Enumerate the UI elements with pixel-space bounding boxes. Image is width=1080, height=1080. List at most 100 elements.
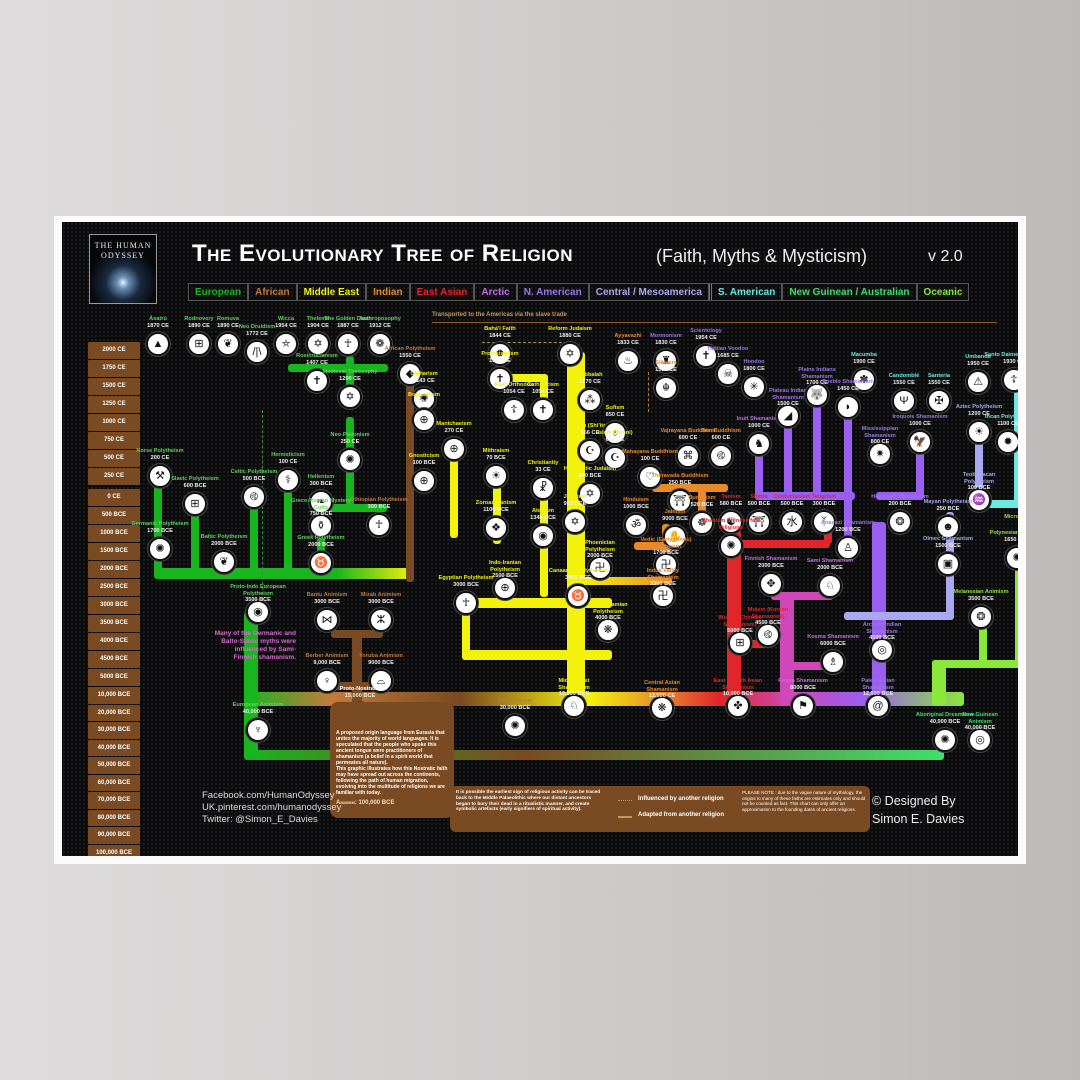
node-date: 1950 CE <box>967 360 989 367</box>
earliest-sign-text: It is possible the earliest sign of reli… <box>456 790 601 813</box>
node-name: Canaanite Polytheism <box>548 568 608 574</box>
bantu-symbol-icon: ⋈ <box>315 608 339 632</box>
ethiopian-symbol-icon: ☥ <box>367 513 391 537</box>
new-guinean-symbol-icon: ◎ <box>968 728 992 752</box>
node-date: 10,000 BCE <box>722 691 754 698</box>
node-name: Bogomilism <box>407 392 440 398</box>
node-name: Incan Polytheism <box>984 414 1018 420</box>
node-name: Middle East Shamanism <box>558 678 590 691</box>
social-link[interactable]: Facebook.com/HumanOdyssey <box>202 790 335 801</box>
node-name: Vedic (Early Hindu) Polytheism <box>640 537 692 550</box>
rodnovery-symbol-icon: ⊞ <box>187 332 211 356</box>
timeline-marker: 1250 CE <box>88 396 140 413</box>
node-label-santo-daime: Santo Daime Spiritism1930 CE <box>984 352 1018 365</box>
node-name: Protestantism <box>481 351 519 357</box>
timeline-marker: 90,000 BCE <box>88 827 140 844</box>
node-date: 1772 CE <box>246 330 268 337</box>
node-name: Mithraism <box>482 448 510 454</box>
mesopotamian-symbol-icon: ❋ <box>596 618 620 642</box>
thelema-symbol-icon: ✡ <box>306 332 330 356</box>
reform-judaism-symbol-icon: ✡ <box>558 342 582 366</box>
node-name: Mesopotamian Polytheism <box>588 602 628 615</box>
candomble-symbol-icon: Ψ <box>892 389 916 413</box>
iroquois-symbol-icon: 🦅 <box>908 430 932 454</box>
node-name: Atenism <box>531 508 555 514</box>
legend-item-european: European <box>188 283 249 301</box>
node-label-incan: Incan Polytheism1100 CE <box>978 414 1018 427</box>
timeline-marker: 1500 CE <box>88 378 140 395</box>
node-name: Rodnovery <box>184 316 214 322</box>
node-date: 2000 BCE <box>308 541 334 548</box>
node-name: Pueblo Shamanism <box>822 379 874 385</box>
node-name: Reform Judaism <box>548 326 592 332</box>
node-date: 300 BCE <box>812 500 836 507</box>
proto-nostratic-desc-2: This graphic illustrates how this Nostra… <box>336 766 448 796</box>
page-title: The Evolutionary Tree of Religion <box>192 240 573 267</box>
timeline-marker: 1000 CE <box>88 414 140 431</box>
node-name: Zoroastrianism <box>475 500 517 506</box>
archaic-indian-symbol-icon: ◎ <box>870 638 894 662</box>
legend-item-oceanic: Oceanic <box>916 283 970 301</box>
node-date: 1900 CE <box>853 358 875 365</box>
timeline-marker: 1000 BCE <box>88 525 140 542</box>
hermeticism-symbol-icon: ⚕ <box>276 468 300 492</box>
node-name: Plateau Indian Shamanism <box>769 388 807 401</box>
node-name: Aboriginal Dreamtime <box>915 712 975 718</box>
wuism-symbol-icon: ⊞ <box>728 631 752 655</box>
catholicism-symbol-icon: ✝ <box>531 398 555 422</box>
node-date: 1348 BCE <box>530 514 556 521</box>
node-date: 800 CE <box>870 439 890 446</box>
node-name: The Golden Dawn <box>324 316 372 322</box>
social-link[interactable]: Twitter: @Simon_E_Davies <box>202 814 318 825</box>
node-date: 1270 CE <box>579 378 601 385</box>
node-date: 3500 BCE <box>245 597 271 604</box>
jainism-symbol-icon: ✋ <box>663 525 687 549</box>
node-date: 600 CE <box>678 434 698 441</box>
node-date: 200 CE <box>150 454 170 461</box>
node-date: 850 CE <box>605 411 625 418</box>
protestantism-symbol-icon: ✝ <box>488 367 512 391</box>
african-poly-symbol-icon: ◆ <box>398 362 422 386</box>
timeline-marker: 80,000 BCE <box>88 809 140 826</box>
germanic-symbol-icon: ✺ <box>148 537 172 561</box>
node-name: Islam (Sunni) <box>597 430 633 436</box>
node-date: 3300 BCE <box>650 581 676 588</box>
node-name: Umbanda <box>965 354 991 360</box>
node-date: 40,000 BCE <box>964 725 996 732</box>
timeline-marker: 500 BCE <box>88 507 140 524</box>
santo-daime-symbol-icon: ☦ <box>1002 368 1018 392</box>
node-name: Baltic Polytheism <box>200 534 248 540</box>
egyptian-symbol-icon: ☥ <box>454 591 478 615</box>
node-name: Jainism <box>664 509 686 515</box>
node-date: 600 CE <box>711 434 731 441</box>
node-name: Micronesian Animism <box>1004 514 1018 520</box>
neodruidism-symbol-icon: /|\ <box>245 340 269 364</box>
node-date: 3000 BCE <box>453 581 479 588</box>
polynesian-symbol-icon: ✺ <box>1005 546 1018 570</box>
node-date: 600 BCE <box>183 482 207 489</box>
social-link[interactable]: UK.pinterest.com/humanodyssey <box>202 802 342 813</box>
bogomilism-symbol-icon: ⊕ <box>412 408 436 432</box>
anthroposophy-symbol-icon: ❁ <box>368 332 392 356</box>
node-date: 1200 CE <box>339 375 361 382</box>
node-date: 1500 BCE <box>935 542 961 549</box>
legend-item-african: African <box>248 283 297 301</box>
